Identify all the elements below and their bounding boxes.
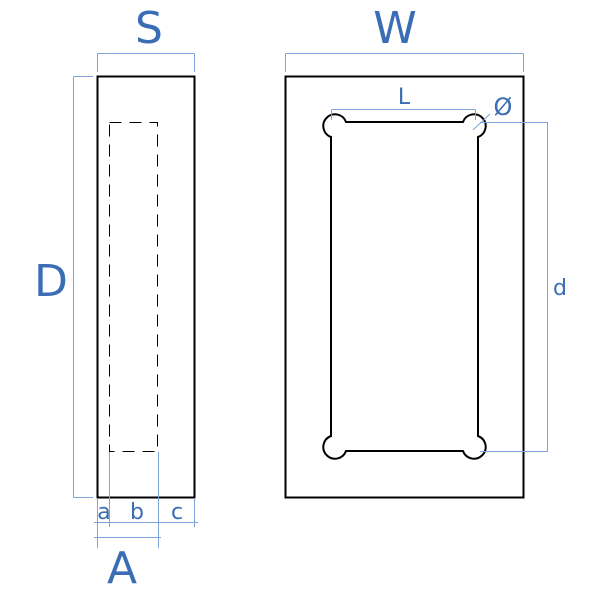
label-A: A [107, 543, 137, 594]
dim-line-D [73, 76, 93, 498]
label-D: D [34, 256, 68, 307]
label-a: a [97, 500, 110, 525]
dimension-lines [73, 53, 548, 548]
front-view-outline [284, 75, 525, 499]
label-b: b [130, 500, 144, 525]
label-L: L [398, 85, 411, 110]
dim-line-L [331, 109, 476, 120]
label-diameter: Ø [494, 93, 513, 121]
label-c: c [171, 500, 183, 525]
dim-line-abc [94, 452, 198, 548]
dim-leader-phi [472, 113, 491, 131]
side-view [96, 75, 196, 499]
cutout-with-corner-reliefs [322, 113, 487, 460]
label-W: W [373, 3, 417, 54]
front-view [284, 75, 525, 499]
label-d: d [553, 276, 567, 301]
dim-line-d [480, 122, 548, 452]
hidden-slot-outline [109, 122, 158, 452]
side-view-outline [96, 75, 196, 499]
label-S: S [135, 3, 163, 54]
dim-line-S [97, 53, 195, 72]
dim-line-W [285, 53, 524, 72]
